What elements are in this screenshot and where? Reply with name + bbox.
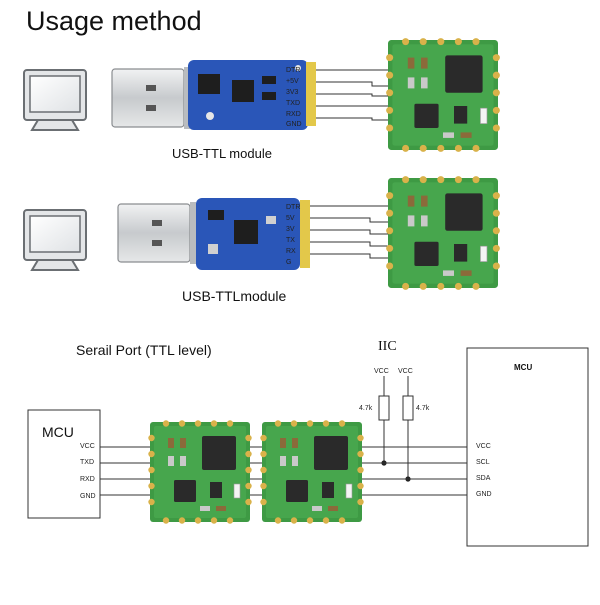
adapter1-pin-label: RXD <box>286 111 301 118</box>
iic-wiring <box>378 376 414 479</box>
adapter2-pin-label: 5V <box>286 215 295 222</box>
adapter1-pin-label: DTR <box>286 67 301 74</box>
sensor-module-icon <box>259 419 365 525</box>
sensor-module-icon <box>385 37 501 153</box>
adapter2-pin-label: DTR <box>286 204 301 211</box>
adapter2-pin-label: TX <box>286 237 295 244</box>
adapter-2-caption: USB-TTLmodule <box>182 288 287 304</box>
adapter-1-caption: USB-TTL module <box>172 146 272 161</box>
usb-plug-icon <box>111 66 191 130</box>
resistor-label: 4.7k <box>416 405 430 412</box>
adapter2-wire <box>310 253 392 259</box>
adapter2-wire <box>310 217 392 223</box>
resistor-label: 4.7k <box>359 405 373 412</box>
vcc-label: VCC <box>398 368 413 375</box>
iic-pin-label: VCC <box>476 443 491 450</box>
sensor-module-icon <box>147 419 253 525</box>
serial-pin-label: TXD <box>80 459 94 466</box>
adapter2-pin-label: 3V <box>286 226 295 233</box>
adapter1-pin-label: GND <box>286 121 302 128</box>
serial-pin-label: GND <box>80 493 96 500</box>
iic-pin-label: SDA <box>476 475 491 482</box>
adapter1-wire <box>316 93 392 97</box>
page-title: Usage method <box>26 6 202 36</box>
serial-pin-label: RXD <box>80 476 95 483</box>
serial-pin-label: VCC <box>80 443 95 450</box>
serial-port-caption: Serail Port (TTL level) <box>76 342 212 358</box>
usb-ttl-board-2 <box>196 198 310 270</box>
iic-caption: IIC <box>378 339 397 354</box>
computer-monitor-icon <box>23 69 87 131</box>
adapter1-pin-label: +5V <box>286 78 299 85</box>
adapter1-wire <box>316 81 392 87</box>
adapter1-wire <box>316 117 392 121</box>
sensor-module-icon <box>385 175 501 291</box>
iic-pin-label: SCL <box>476 459 490 466</box>
mcu-box-left <box>27 409 101 519</box>
adapter2-wire <box>310 241 392 247</box>
adapter1-pin-label: 3V3 <box>286 89 299 96</box>
vcc-label: VCC <box>374 368 389 375</box>
mcu-left-label: MCU <box>42 424 74 440</box>
iic-pin-label: GND <box>476 491 492 498</box>
usb-ttl-board-1 <box>188 60 316 130</box>
adapter1-pin-label: TXD <box>286 100 300 107</box>
usb-plug-icon <box>117 201 197 265</box>
adapter2-wire <box>310 229 392 235</box>
adapter2-pin-label: RX <box>286 248 296 255</box>
computer-monitor-icon <box>23 209 87 271</box>
mcu-right-label: MCU <box>514 363 533 372</box>
adapter2-pin-label: G <box>286 259 292 266</box>
